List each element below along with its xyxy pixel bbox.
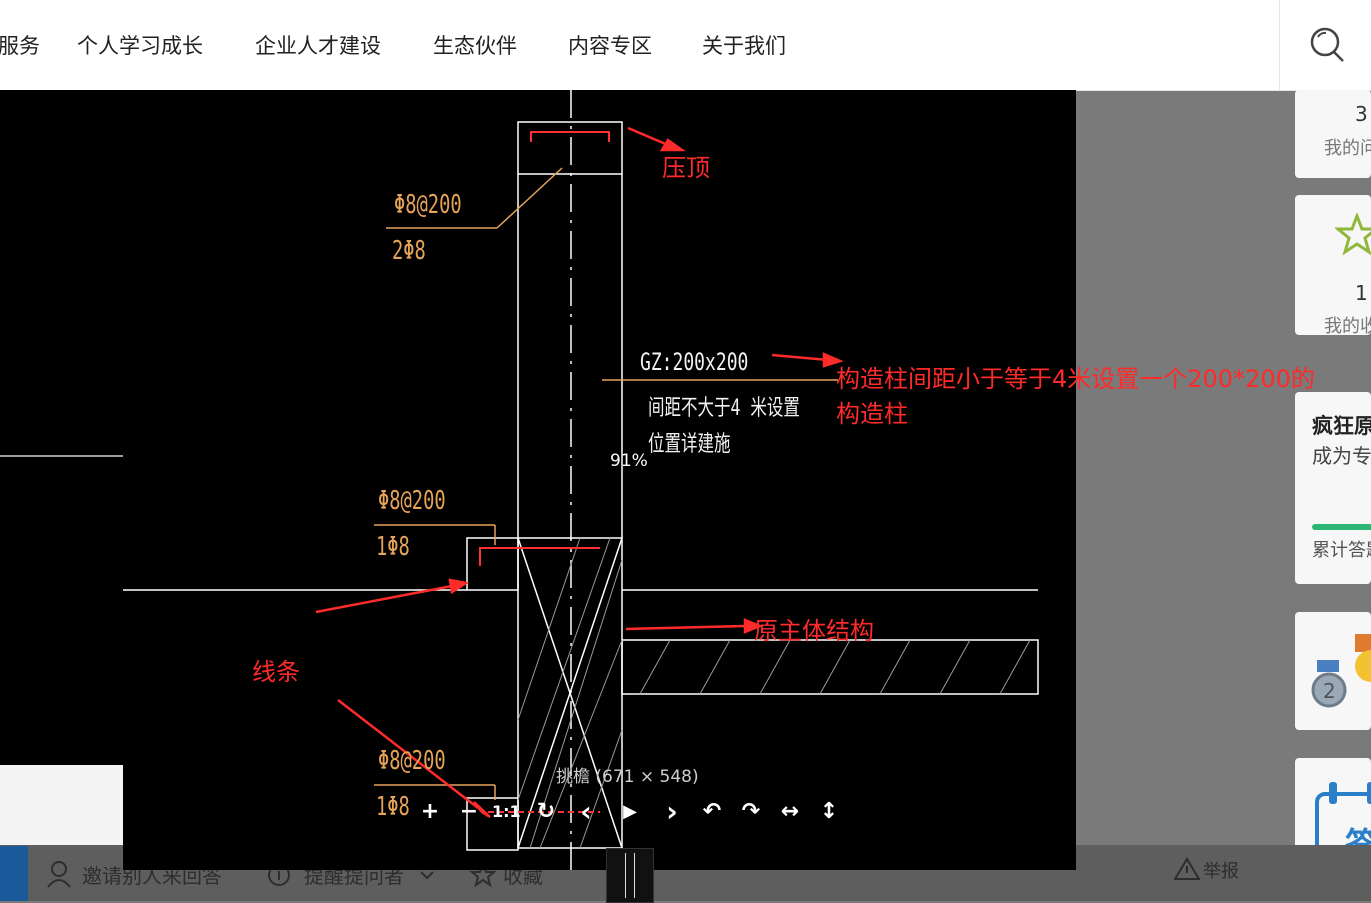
profile-title: 疯狂原 xyxy=(1312,414,1371,438)
sidebar-medal-card: 2 xyxy=(1295,612,1371,730)
next-button[interactable]: › xyxy=(666,795,678,828)
cad-label-rebar: 1Φ8 xyxy=(376,532,410,562)
flip-vertical-button[interactable]: ↕ xyxy=(819,799,839,824)
star-icon xyxy=(1335,213,1371,256)
user-icon xyxy=(47,861,71,888)
nav-item-about[interactable]: 关于我们 xyxy=(702,34,786,58)
rotate-left-button[interactable]: ↶ xyxy=(702,799,722,824)
annotation-column: 构造柱 xyxy=(836,400,908,428)
nav-item-partners[interactable]: 生态伙伴 xyxy=(433,34,517,58)
stat-label: 我的收 xyxy=(1324,316,1371,335)
nav-item-services[interactable]: 服务 xyxy=(0,34,40,58)
cad-label-rebar: 2Φ8 xyxy=(392,236,426,266)
cad-label-gz: GZ:200x200 xyxy=(640,348,749,376)
prev-button[interactable]: ‹ xyxy=(580,795,592,828)
warning-icon xyxy=(1174,857,1200,880)
zoom-out-button[interactable]: − xyxy=(459,799,479,824)
star-outline-icon xyxy=(470,862,496,888)
stat-value: 1 xyxy=(1355,281,1368,305)
cad-label-gz-note: 位置详建施 xyxy=(648,432,731,457)
chevron-down-icon xyxy=(420,871,434,880)
progress-bar xyxy=(1312,524,1371,530)
nav-item-content[interactable]: 内容专区 xyxy=(568,34,652,58)
annotation-molding-line: 线条 xyxy=(252,658,300,686)
cad-label-rebar: Φ8@200 xyxy=(378,486,446,516)
cad-label-rebar: Φ8@200 xyxy=(394,190,462,220)
zoom-in-button[interactable]: + xyxy=(420,799,440,824)
annotation-column-spacing: 构造柱间距小于等于4米设置一个200*200的 xyxy=(836,365,1315,393)
thumbnail[interactable] xyxy=(606,848,654,903)
play-button[interactable]: ▶ xyxy=(623,801,637,822)
nav-item-personal-growth[interactable]: 个人学习成长 xyxy=(77,34,203,58)
svg-text:2: 2 xyxy=(1323,679,1336,703)
cad-label-rebar: Φ8@200 xyxy=(378,746,446,776)
stat-value: 3 xyxy=(1355,102,1368,126)
top-navigation: 服务 个人学习成长 企业人才建设 生态伙伴 内容专区 关于我们 xyxy=(0,0,1371,91)
image-caption: 挑檐 (671 × 548) xyxy=(556,767,699,787)
cad-label-gz-note: 间距不大于4 米设置 xyxy=(648,396,800,421)
sidebar-stat-card-favorites[interactable]: 1 我的收 xyxy=(1295,195,1371,335)
annotation-main-structure: 原主体结构 xyxy=(754,617,874,645)
annotation-coping: 压顶 xyxy=(662,154,710,182)
sidebar-profile-card: 疯狂原 成为专 累计答题 xyxy=(1295,392,1371,584)
lightbox-backdrop-left xyxy=(0,90,123,765)
flip-horizontal-button[interactable]: ↔ xyxy=(780,799,800,824)
answer-button[interactable] xyxy=(0,846,28,901)
sidebar-stat-card-questions[interactable]: 3 我的问 xyxy=(1295,90,1371,178)
reset-button[interactable]: ↻ xyxy=(536,799,556,824)
search-icon xyxy=(1310,27,1344,62)
report-link[interactable]: 举报 xyxy=(1203,861,1239,882)
stat-label: 我的问 xyxy=(1324,138,1371,159)
one-to-one-button[interactable]: 1:1 xyxy=(492,802,521,821)
rotate-right-button[interactable]: ↷ xyxy=(741,799,761,824)
page-content-dimmed xyxy=(0,765,123,845)
search-button[interactable] xyxy=(1279,0,1371,90)
progress-label: 累计答题 xyxy=(1312,540,1371,561)
nav-item-enterprise[interactable]: 企业人才建设 xyxy=(255,34,381,58)
image-lightbox xyxy=(123,90,1076,870)
medal-icon: 2 xyxy=(1311,634,1371,708)
cad-label-rebar: 1Φ8 xyxy=(376,792,410,822)
profile-subtitle: 成为专 xyxy=(1312,444,1371,468)
zoom-level: 91% xyxy=(610,451,648,471)
